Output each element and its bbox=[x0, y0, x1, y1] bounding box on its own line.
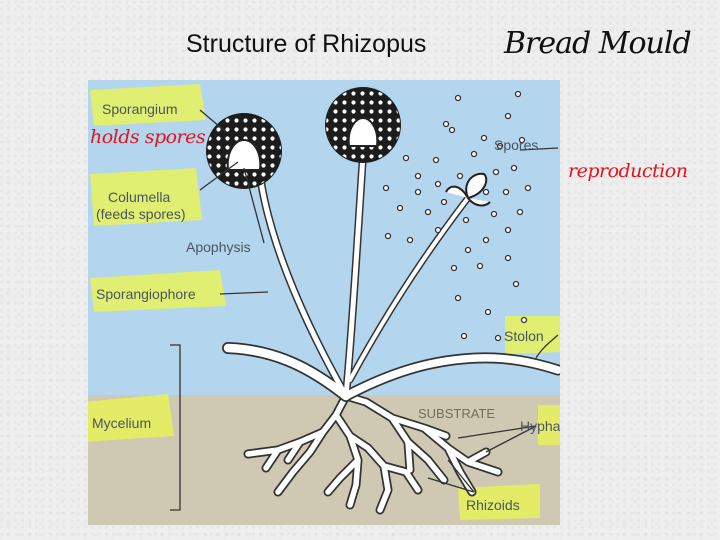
label-apophysis: Apophysis bbox=[186, 239, 251, 255]
label-substrate: SUBSTRATE bbox=[418, 406, 495, 421]
rhizopus-figure: SUBSTRATE bbox=[82, 80, 564, 525]
highlighter-marks bbox=[82, 84, 562, 520]
sporangium-right bbox=[325, 87, 401, 163]
slide-title: Structure of Rhizopus bbox=[186, 30, 427, 58]
sporangium-left bbox=[206, 113, 282, 189]
handwritten-title-note: Bread Mould bbox=[504, 26, 692, 61]
diagram-labels: Sporangium Columella (feeds spores) Apop… bbox=[92, 101, 561, 513]
label-stolon: Stolon bbox=[504, 328, 544, 344]
rhizopus-diagram: SUBSTRATE bbox=[82, 80, 564, 525]
burst-sporangium bbox=[445, 172, 491, 207]
label-columella: Columella bbox=[108, 189, 170, 205]
label-spores: Spores bbox=[494, 137, 538, 153]
label-hypha: Hypha bbox=[520, 418, 560, 434]
handwritten-sporangium-note: holds spores bbox=[90, 126, 206, 148]
label-sporangium: Sporangium bbox=[102, 101, 178, 117]
spores bbox=[382, 90, 532, 342]
leader-lines bbox=[170, 109, 559, 511]
hyphae bbox=[222, 136, 564, 402]
handwritten-spores-note: reproduction bbox=[568, 160, 688, 182]
label-mycelium: Mycelium bbox=[92, 415, 151, 431]
rhizoids bbox=[243, 391, 503, 515]
label-columella-note: (feeds spores) bbox=[96, 206, 185, 222]
label-rhizoids: Rhizoids bbox=[466, 497, 520, 513]
sky-background bbox=[88, 80, 560, 395]
label-sporangiophore: Sporangiophore bbox=[96, 286, 196, 302]
